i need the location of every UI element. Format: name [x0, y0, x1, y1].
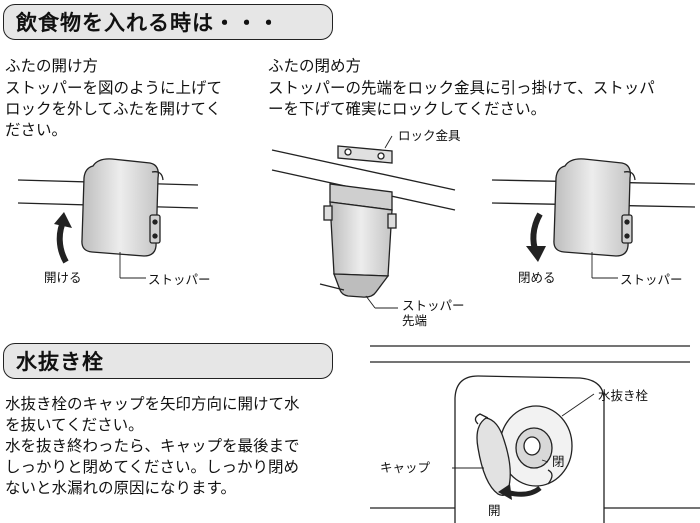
stopper-label-2: ストッパー [620, 272, 683, 287]
open-illustration [17, 158, 199, 279]
drain-plug-label: 水抜き栓 [598, 388, 649, 403]
open-arrow-icon [54, 212, 72, 264]
close-direction-label: 閉 [552, 454, 565, 469]
drain-illustration [370, 345, 700, 523]
open-arrow-label: 開ける [44, 270, 82, 285]
close-arrow-label: 閉める [518, 270, 556, 285]
drain-open-arrow-icon [498, 484, 542, 500]
open-direction-label: 開 [488, 503, 501, 518]
stopper-label-1: ストッパー [148, 272, 211, 287]
section-title-food: 飲食物を入れる時は・・・ [16, 11, 280, 35]
open-method-body: ストッパーを図のように上げて ロックを外してふたを開けてく ださい。 [5, 79, 223, 139]
lock-bracket-illustration [271, 135, 456, 309]
close-method-body: ストッパーの先端をロック金具に引っ掛けて、ストッパ ーを下げて確実にロックしてく… [268, 79, 655, 118]
drain-body: 水抜き栓のキャップを矢印方向に開けて水 を抜いてください。 水を抜き終わったら、… [5, 395, 300, 497]
lock-bracket-label: ロック金具 [398, 128, 461, 143]
section-title-drain: 水抜き栓 [16, 350, 104, 374]
open-method-heading: ふたの開け方 [5, 57, 99, 75]
stopper-tip-label: ストッパー 先端 [402, 298, 465, 328]
section-header-drain: 水抜き栓 [3, 343, 333, 379]
close-arrow-icon [526, 212, 546, 262]
close-method-heading: ふたの閉め方 [268, 57, 362, 75]
close-illustration [491, 158, 696, 279]
cap-label: キャップ [380, 460, 431, 475]
section-header-food: 飲食物を入れる時は・・・ [3, 4, 333, 40]
